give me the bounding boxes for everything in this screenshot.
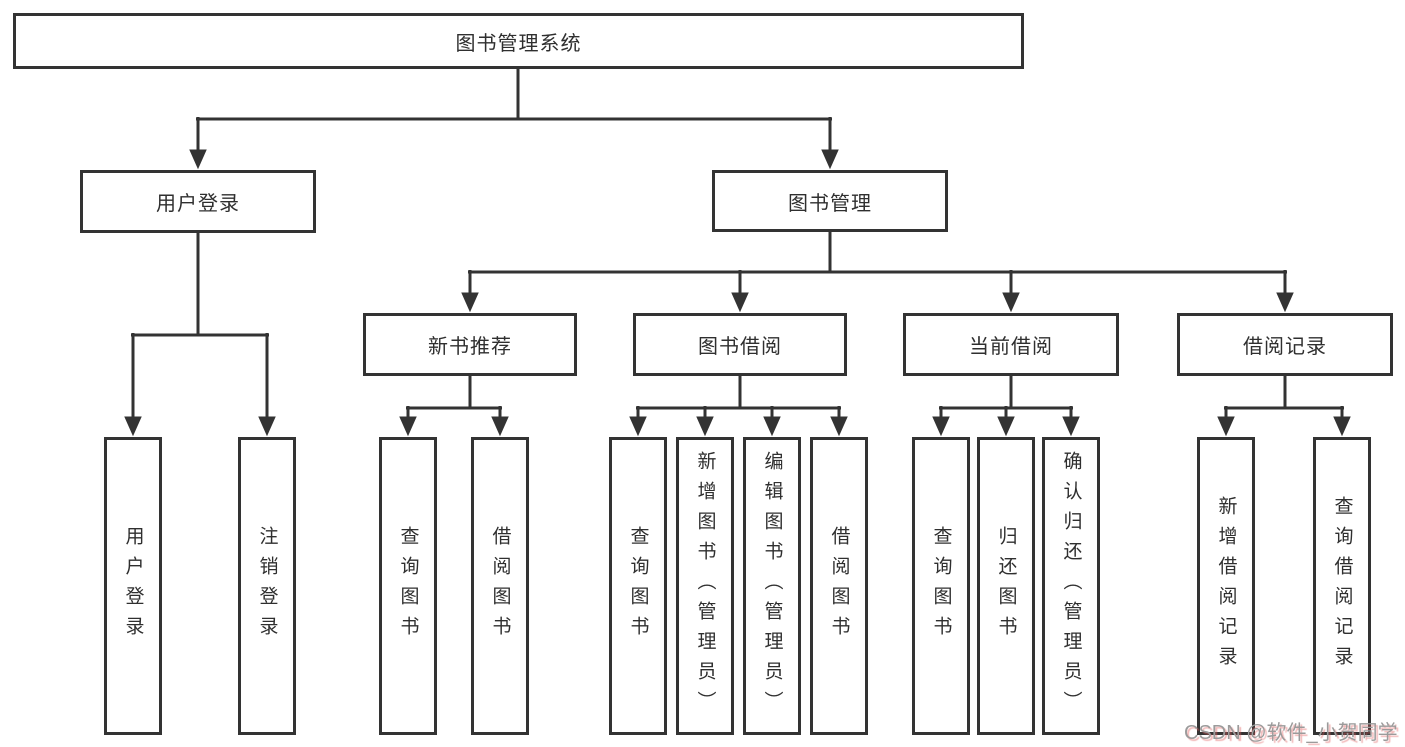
leaf-logout: 注销登录 bbox=[238, 437, 296, 735]
leaf-add-borrow-record-label: 新增借阅记录 bbox=[1215, 496, 1237, 676]
leaf-recommend-borrow-book: 借阅图书 bbox=[471, 437, 529, 735]
leaf-borrow-query-book-label: 查询图书 bbox=[627, 526, 649, 646]
connector-book-management-to-sections bbox=[461, 232, 1294, 313]
node-book-borrow: 图书借阅 bbox=[633, 313, 847, 376]
leaf-recommend-query-book: 查询图书 bbox=[379, 437, 437, 735]
node-book-management-label: 图书管理 bbox=[788, 192, 872, 215]
connector-user-login-to-leaves bbox=[124, 233, 276, 437]
leaf-borrow-book-label: 借阅图书 bbox=[828, 526, 850, 646]
node-book-borrow-label: 图书借阅 bbox=[698, 336, 782, 358]
node-new-book-recommend: 新书推荐 bbox=[363, 313, 577, 376]
leaf-current-query-book: 查询图书 bbox=[912, 437, 970, 735]
leaf-user-login-label: 用户登录 bbox=[122, 526, 144, 646]
leaf-logout-label: 注销登录 bbox=[256, 526, 278, 646]
node-book-management: 图书管理 bbox=[712, 170, 948, 232]
leaf-return-book: 归还图书 bbox=[977, 437, 1035, 735]
leaf-edit-book-admin: 编辑图书（管理员） bbox=[743, 437, 801, 735]
leaf-borrow-query-book: 查询图书 bbox=[609, 437, 667, 735]
node-user-login-label: 用户登录 bbox=[156, 193, 240, 215]
leaf-add-book-admin: 新增图书（管理员） bbox=[676, 437, 734, 735]
connector-current-borrow-to-leaves bbox=[932, 376, 1080, 437]
leaf-return-book-label: 归还图书 bbox=[995, 526, 1017, 646]
node-borrow-records: 借阅记录 bbox=[1177, 313, 1393, 376]
leaf-confirm-return-admin-label: 确认归还（管理员） bbox=[1060, 451, 1082, 721]
leaf-recommend-borrow-book-label: 借阅图书 bbox=[489, 526, 511, 646]
node-borrow-records-label: 借阅记录 bbox=[1243, 336, 1327, 358]
leaf-edit-book-admin-label: 编辑图书（管理员） bbox=[761, 451, 783, 721]
connector-root-to-branches bbox=[189, 69, 839, 170]
connector-borrow-records-to-leaves bbox=[1217, 376, 1351, 437]
leaf-query-borrow-record: 查询借阅记录 bbox=[1313, 437, 1371, 735]
node-root-system-label: 图书管理系统 bbox=[455, 32, 582, 55]
leaf-borrow-book: 借阅图书 bbox=[810, 437, 868, 735]
leaf-query-borrow-record-label: 查询借阅记录 bbox=[1331, 496, 1353, 676]
leaf-confirm-return-admin: 确认归还（管理员） bbox=[1042, 437, 1100, 735]
leaf-current-query-book-label: 查询图书 bbox=[930, 526, 952, 646]
leaf-add-borrow-record: 新增借阅记录 bbox=[1197, 437, 1255, 735]
node-user-login: 用户登录 bbox=[80, 170, 316, 233]
csdn-watermark: CSDN @软件_小贺同学 bbox=[1184, 722, 1398, 744]
node-new-book-recommend-label: 新书推荐 bbox=[428, 336, 512, 358]
node-current-borrow: 当前借阅 bbox=[903, 313, 1119, 376]
leaf-add-book-admin-label: 新增图书（管理员） bbox=[694, 451, 716, 721]
node-current-borrow-label: 当前借阅 bbox=[969, 336, 1053, 358]
connector-new-book-recommend-to-leaves bbox=[399, 376, 509, 437]
leaf-user-login: 用户登录 bbox=[104, 437, 162, 735]
leaf-recommend-query-book-label: 查询图书 bbox=[397, 526, 419, 646]
node-root-system: 图书管理系统 bbox=[13, 13, 1024, 69]
connector-book-borrow-to-leaves bbox=[629, 376, 848, 437]
